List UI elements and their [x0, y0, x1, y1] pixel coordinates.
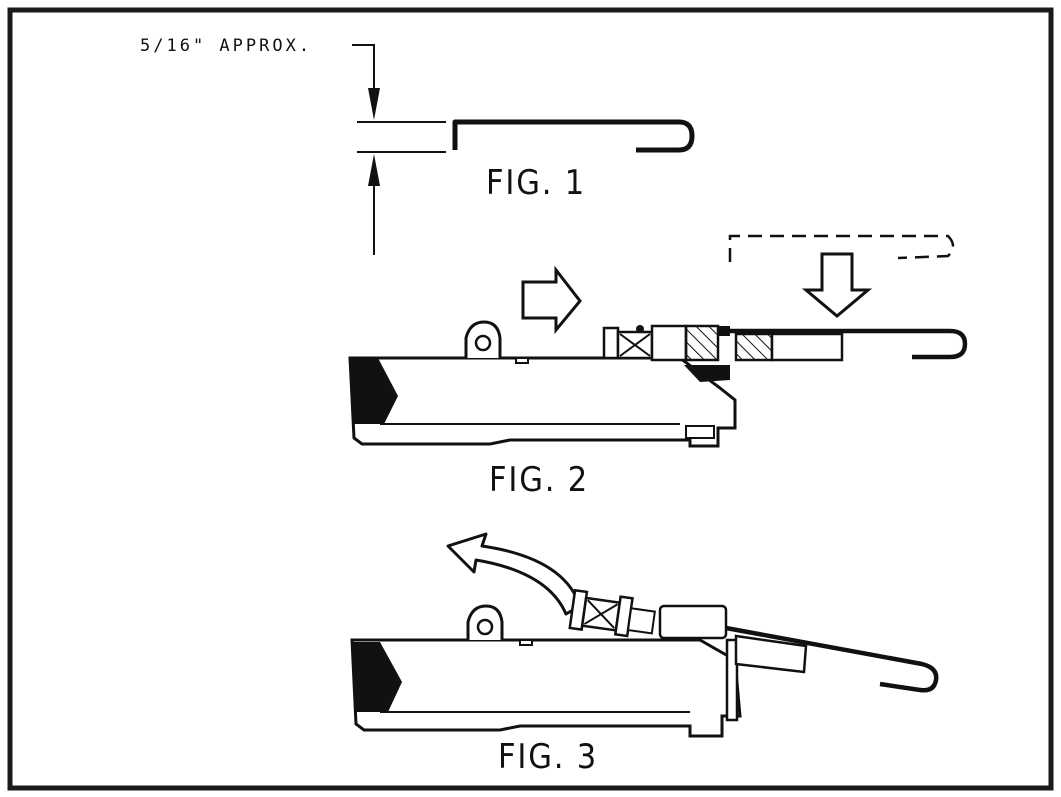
- dimension-label: 5/16" APPROX.: [140, 36, 313, 56]
- dashed-wire-outline: [728, 234, 955, 262]
- fig3-assembly-drawing: [350, 532, 939, 738]
- dimension-arrow-up-icon: [368, 154, 380, 186]
- fig1-label: FIG. 1: [486, 163, 587, 203]
- fig2-receiver-end-block: [350, 358, 398, 424]
- curved-up-arrow-icon: [446, 532, 582, 616]
- fig2-assembly-drawing: [348, 234, 968, 448]
- fig3-end-plate: [725, 638, 739, 722]
- fig3-wire: [725, 625, 939, 693]
- fig3-small-tab: [519, 639, 533, 646]
- dimension-leader: [352, 44, 375, 100]
- fig2-receiver-notch: [685, 425, 715, 439]
- dimension-arrow-down-icon: [368, 88, 380, 120]
- fig2-receiver-body: [348, 356, 737, 448]
- fig1-wire-drawing: [352, 44, 695, 255]
- fig3-label: FIG. 3: [498, 737, 599, 777]
- right-arrow-icon: [521, 265, 582, 335]
- fig3-receiver-body: [350, 638, 742, 738]
- fig1-wire: [452, 119, 695, 153]
- fig2-label: FIG. 2: [489, 460, 590, 500]
- fig3-sight: [466, 604, 504, 640]
- page-frame: [7, 7, 1054, 791]
- fig2-small-tab: [515, 357, 529, 364]
- fig3-lower-plate: [734, 634, 808, 674]
- fig2-block-assembly: [602, 324, 844, 362]
- fig2-wire: [718, 328, 968, 360]
- fig3-slide-block: [658, 604, 728, 640]
- down-arrow-icon: [801, 252, 873, 318]
- fig3-receiver-end-block: [352, 642, 402, 712]
- fig3-tilted-block: [568, 588, 656, 638]
- fig2-sight: [464, 320, 502, 358]
- fig2-dark-wedge: [684, 365, 730, 382]
